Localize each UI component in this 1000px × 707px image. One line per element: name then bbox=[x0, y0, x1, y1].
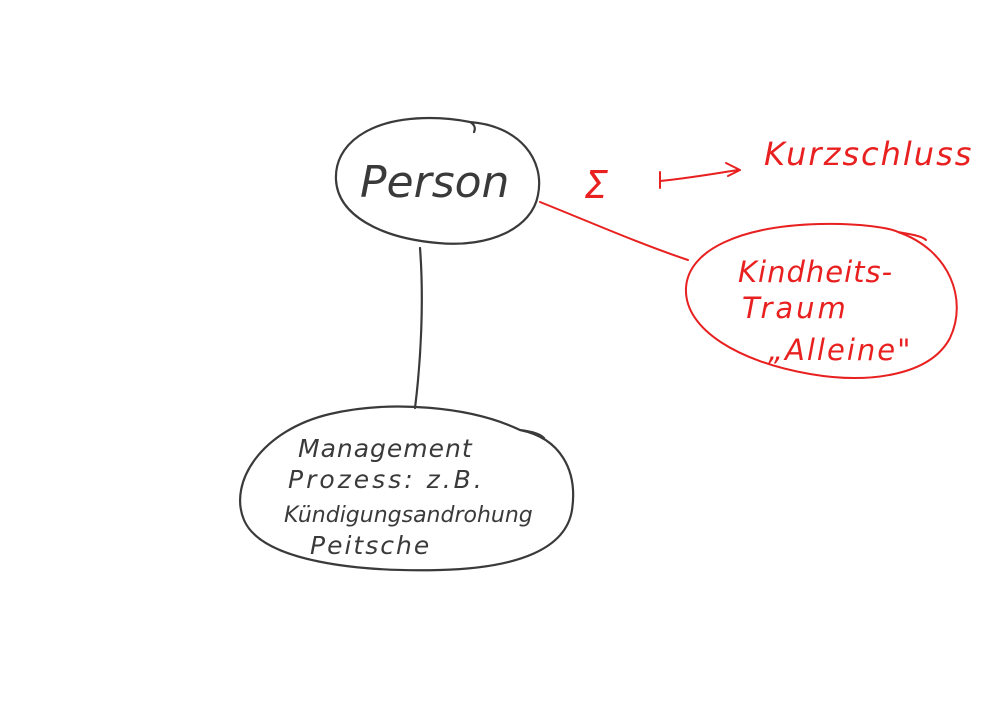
sigma-symbol: Σ bbox=[584, 163, 608, 207]
annotation-shortcut: Σ Kurzschluss bbox=[584, 135, 973, 207]
node-management-line-4: Peitsche bbox=[310, 531, 431, 560]
node-person-label: Person bbox=[360, 157, 509, 208]
node-person-outline bbox=[334, 116, 541, 245]
mapsto-arrow-icon bbox=[659, 162, 741, 189]
edge-person-management bbox=[413, 246, 423, 410]
node-dream-line-3: „Alleine" bbox=[768, 333, 912, 367]
node-management-line-2: Prozess: z.B. bbox=[288, 465, 485, 494]
node-person: Person bbox=[334, 116, 541, 245]
node-dream-line-2: Traum bbox=[742, 291, 849, 325]
node-dream-line-1: Kindheits- bbox=[738, 255, 893, 289]
node-dream-outline bbox=[684, 222, 958, 379]
node-management-line-1: Management bbox=[298, 434, 473, 463]
node-management: Management Prozess: z.B. Kündigungsandro… bbox=[239, 405, 575, 572]
node-management-outline bbox=[239, 405, 575, 572]
node-management-line-3: Kündigungsandrohung bbox=[284, 503, 533, 528]
shortcut-label: Kurzschluss bbox=[764, 135, 973, 173]
node-dream: Kindheits- Traum „Alleine" bbox=[684, 222, 958, 379]
edge-person-dream bbox=[539, 201, 689, 261]
